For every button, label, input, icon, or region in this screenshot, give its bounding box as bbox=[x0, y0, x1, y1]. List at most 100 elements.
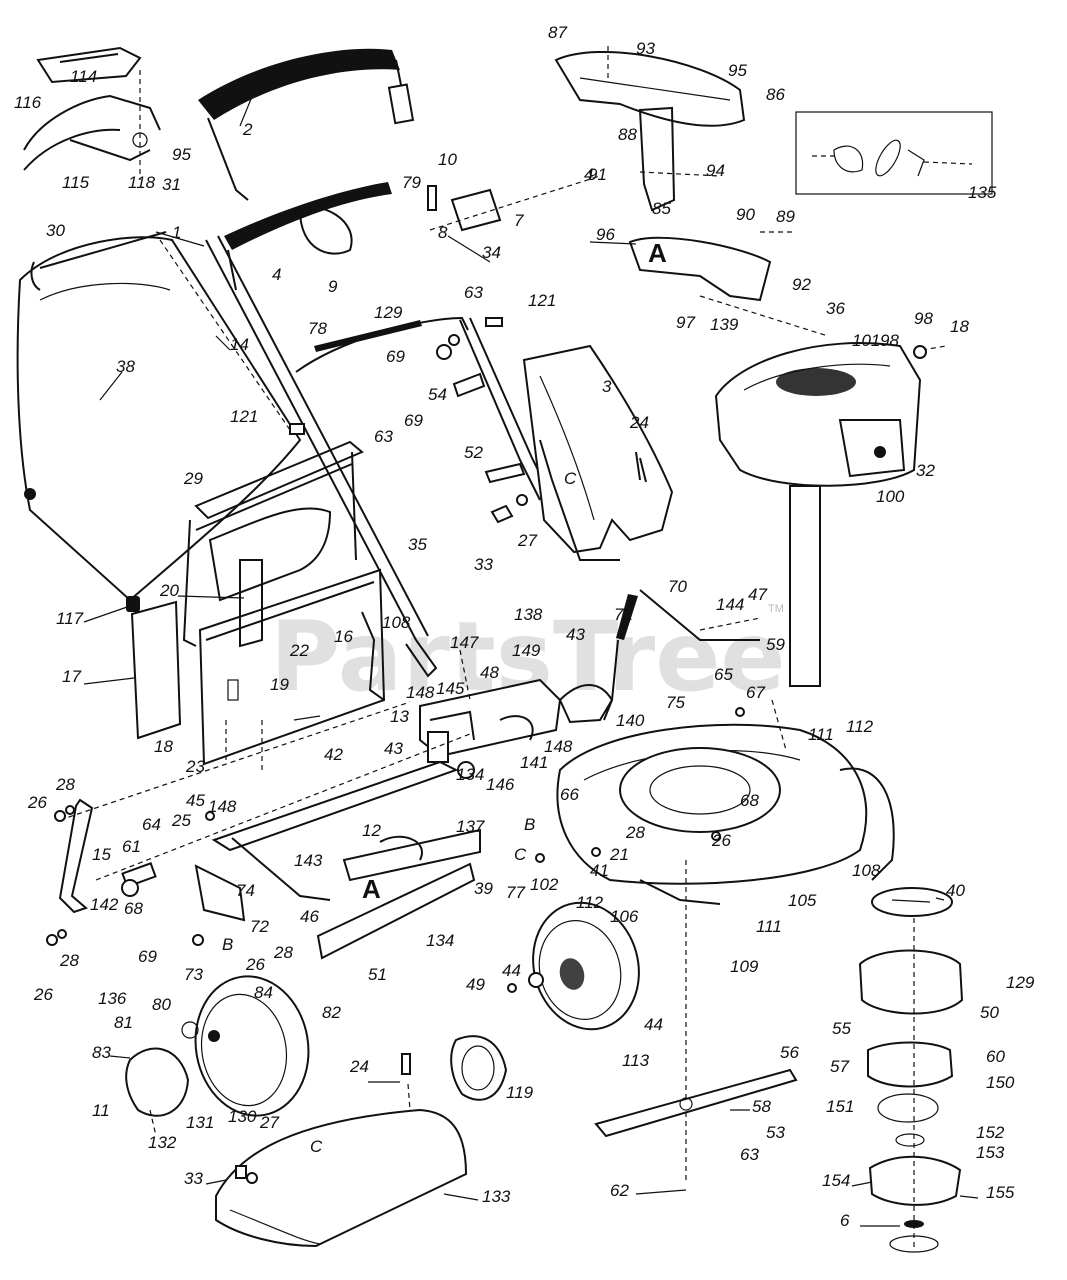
part-label-27a: 27 bbox=[517, 531, 537, 550]
trademark: TM bbox=[768, 603, 784, 615]
blade bbox=[594, 1068, 798, 1138]
part-label-32: 32 bbox=[916, 461, 935, 480]
engine bbox=[714, 342, 947, 687]
blade-brake-assembly bbox=[858, 887, 964, 1253]
part-label-21: 21 bbox=[609, 845, 629, 864]
part-label-121a: 121 bbox=[528, 291, 556, 310]
part-label-18a: 18 bbox=[950, 317, 969, 336]
part-label-140: 140 bbox=[616, 711, 645, 730]
part-label-11: 11 bbox=[92, 1101, 110, 1120]
part-label-19: 19 bbox=[270, 675, 289, 694]
part-label-88: 88 bbox=[618, 125, 637, 144]
part-label-95b: 95 bbox=[728, 61, 747, 80]
chute-cover bbox=[554, 46, 746, 212]
part-label-9: 9 bbox=[328, 277, 338, 296]
part-label-117: 117 bbox=[56, 609, 84, 628]
part-label-83: 83 bbox=[92, 1043, 111, 1062]
part-label-142: 142 bbox=[90, 895, 119, 914]
part-label-13: 13 bbox=[390, 707, 409, 726]
part-label-152: 152 bbox=[976, 1123, 1005, 1142]
part-label-68b: 68 bbox=[124, 899, 143, 918]
part-label-24a: 24 bbox=[629, 413, 649, 432]
part-label-97: 97 bbox=[676, 313, 695, 332]
part-label-68a: 68 bbox=[740, 791, 759, 810]
part-label-108a: 108 bbox=[382, 613, 411, 632]
part-label-62: 62 bbox=[610, 1181, 629, 1200]
part-label-60: 60 bbox=[986, 1047, 1005, 1066]
mower-deck bbox=[556, 699, 895, 1180]
part-label-98b: 98 bbox=[880, 331, 899, 350]
part-label-129b: 129 bbox=[1006, 973, 1035, 992]
part-label-20: 20 bbox=[159, 581, 179, 600]
part-label-C2: C bbox=[514, 845, 527, 864]
part-label-153: 153 bbox=[976, 1143, 1005, 1162]
part-label-112a: 112 bbox=[846, 717, 874, 736]
side-chute bbox=[484, 344, 674, 561]
part-label-14: 14 bbox=[230, 335, 249, 354]
part-label-109: 109 bbox=[730, 957, 759, 976]
part-label-90: 90 bbox=[736, 205, 755, 224]
part-label-145: 145 bbox=[436, 679, 465, 698]
hub-cap bbox=[450, 1035, 508, 1101]
part-label-143: 143 bbox=[294, 851, 323, 870]
part-label-85: 85 bbox=[652, 199, 671, 218]
part-label-28a: 28 bbox=[55, 775, 75, 794]
part-label-151: 151 bbox=[826, 1097, 854, 1116]
part-label-26a: 26 bbox=[27, 793, 47, 812]
part-label-24b: 24 bbox=[349, 1057, 369, 1076]
rear-door bbox=[126, 596, 182, 740]
part-label-65: 65 bbox=[714, 665, 733, 684]
part-label-141: 141 bbox=[520, 753, 548, 772]
part-label-82: 82 bbox=[322, 1003, 341, 1022]
part-label-98a: 98 bbox=[914, 309, 933, 328]
part-label-4a: 4 bbox=[584, 165, 593, 184]
part-label-135: 135 bbox=[968, 183, 997, 202]
part-label-2: 2 bbox=[242, 120, 253, 139]
part-label-A2: A bbox=[362, 874, 381, 904]
part-label-26b: 26 bbox=[711, 831, 731, 850]
rear-wheel bbox=[194, 975, 310, 1117]
part-label-91: 91 bbox=[588, 165, 607, 184]
part-label-67: 67 bbox=[746, 683, 765, 702]
part-label-96: 96 bbox=[596, 225, 615, 244]
part-label-23: 23 bbox=[185, 757, 205, 776]
part-label-58: 58 bbox=[752, 1097, 771, 1116]
part-label-55: 55 bbox=[832, 1019, 851, 1038]
part-label-A1: A bbox=[648, 238, 667, 268]
part-label-114: 114 bbox=[70, 67, 97, 86]
part-label-16: 16 bbox=[334, 627, 353, 646]
wheel-cover bbox=[125, 1021, 199, 1137]
part-label-136: 136 bbox=[98, 989, 127, 1008]
part-label-132: 132 bbox=[148, 1133, 177, 1152]
part-label-77: 77 bbox=[506, 883, 525, 902]
transmission bbox=[419, 649, 562, 779]
part-label-93: 93 bbox=[636, 39, 655, 58]
part-label-36: 36 bbox=[826, 299, 845, 318]
part-label-70: 70 bbox=[668, 577, 687, 596]
part-label-7: 7 bbox=[514, 211, 524, 230]
inset-box bbox=[795, 111, 993, 195]
bag-frame-clip-assembly bbox=[23, 46, 161, 180]
baffle-plate bbox=[628, 231, 829, 337]
part-label-134b: 134 bbox=[426, 931, 454, 950]
part-label-26d: 26 bbox=[33, 985, 53, 1004]
part-label-63a: 63 bbox=[464, 283, 483, 302]
part-label-134a: 134 bbox=[456, 765, 484, 784]
part-label-118: 118 bbox=[128, 173, 156, 192]
part-label-27b: 27 bbox=[259, 1113, 279, 1132]
part-label-22: 22 bbox=[289, 641, 309, 660]
part-label-42: 42 bbox=[324, 745, 343, 764]
part-label-74: 74 bbox=[236, 881, 255, 900]
part-label-15: 15 bbox=[92, 845, 111, 864]
part-label-95a: 95 bbox=[172, 145, 191, 164]
drive-control bbox=[558, 589, 761, 724]
part-label-61: 61 bbox=[122, 837, 141, 856]
part-label-72: 72 bbox=[250, 917, 269, 936]
part-label-154: 154 bbox=[822, 1171, 850, 1190]
part-label-53: 53 bbox=[766, 1123, 785, 1142]
part-label-63b: 63 bbox=[374, 427, 393, 446]
part-label-10: 10 bbox=[438, 150, 457, 169]
part-label-C1: C bbox=[564, 469, 577, 488]
part-label-47: 47 bbox=[748, 585, 767, 604]
